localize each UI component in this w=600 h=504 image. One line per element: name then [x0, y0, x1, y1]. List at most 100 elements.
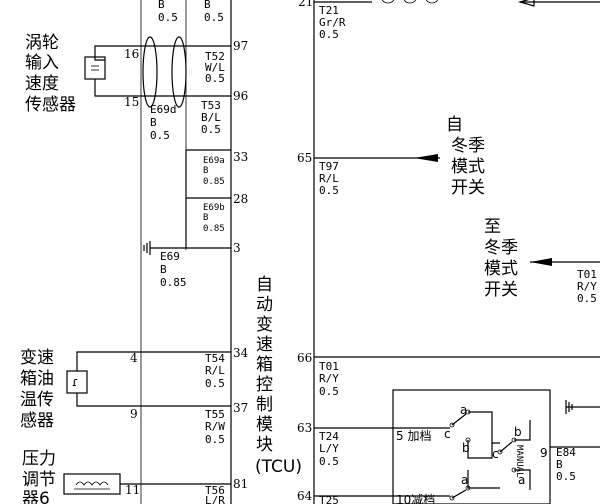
wire-34-color: R/L [205, 364, 225, 377]
switch-contacts [449, 409, 531, 501]
pin-63: 63 [297, 421, 312, 435]
turbine-sensor-label-3: 速度 [25, 74, 59, 94]
svg-text:ɾ: ɾ [72, 375, 78, 389]
turbine-wire-16 [94, 45, 231, 61]
pressure-coil [75, 481, 109, 486]
to-winter-3: 模式 [484, 259, 518, 279]
shield-ellipse-1 [142, 36, 158, 108]
svg-text:a: a [461, 473, 468, 487]
pin-97: 97 [233, 39, 248, 53]
wire-3-id: E69 [160, 250, 180, 263]
top-left-wire-color: B [158, 0, 165, 11]
wire-63-color: L/Y [319, 442, 339, 455]
wire-66-size: 0.5 [319, 385, 339, 398]
t01-right-size: 0.5 [577, 292, 597, 305]
wire-81-color: L/R [205, 494, 225, 504]
from-winter-1: 自 [446, 115, 463, 135]
wire-97-size: 0.5 [205, 72, 225, 85]
manual-label: MANUAL [514, 445, 524, 478]
top-left-wire-size: 0.5 [158, 11, 178, 24]
wire-33-id: E69a [203, 156, 225, 166]
turbine-sensor-label-1: 涡轮 [25, 33, 59, 53]
module-label-3: 变 [256, 315, 273, 335]
wire-33-size: 0.85 [203, 177, 225, 187]
arrow-65 [414, 154, 438, 162]
turbine-wire-15 [94, 79, 231, 97]
module-label-6: 控 [256, 375, 273, 395]
to-winter-4: 开关 [484, 280, 518, 300]
module-label-5: 箱 [256, 355, 273, 375]
module-label-8: 模 [256, 415, 273, 435]
pin-28: 28 [233, 192, 248, 206]
e84-id: E84 [556, 446, 576, 459]
e84-color: B [556, 458, 563, 471]
wire-96-id: T53 [201, 99, 221, 112]
pin-3: 3 [233, 241, 241, 255]
pin-37: 37 [233, 401, 248, 415]
svg-text:c: c [444, 427, 451, 441]
arrow-to-winter [530, 258, 552, 266]
pin-21: 21 [298, 0, 313, 9]
wire-33-color: B [203, 166, 208, 176]
t01-right-id: T01 [577, 268, 597, 281]
from-winter-4: 开关 [451, 178, 485, 198]
wire-21-id: T21 [319, 4, 339, 17]
top-mid-wire-size: 0.5 [204, 11, 224, 24]
turbine-pin-15: 15 [124, 95, 139, 109]
oil-sensor-label-1: 变速 [20, 348, 54, 368]
turbine-sensor-label-2: 输入 [25, 53, 59, 73]
oil-pin-4: 4 [130, 351, 138, 365]
wire-96-color: B/L [201, 111, 221, 124]
to-winter-2: 冬季 [484, 238, 518, 258]
shield-wire-id: E69d [150, 103, 177, 116]
turbine-pin-16: 16 [124, 47, 139, 61]
svg-text:a: a [518, 473, 525, 487]
wire-28-id: E69b [203, 203, 225, 213]
t01-right-color: R/Y [577, 280, 597, 293]
wire-34-size: 0.5 [205, 377, 225, 390]
pressure-label-1: 压力 [22, 449, 56, 469]
oil-sensor-label-4: 感器 [20, 411, 54, 431]
from-winter-2: 冬季 [451, 136, 485, 156]
pin-81: 81 [233, 477, 248, 491]
module-label-2: 动 [256, 295, 273, 315]
wire-21-size: 0.5 [319, 28, 339, 41]
turbine-sensor-label-4: 传感器 [25, 95, 76, 115]
wire-63-id: T24 [319, 430, 339, 443]
downshift-label: 10减档 [396, 493, 435, 504]
svg-text:c: c [492, 447, 499, 461]
wire-65-size: 0.5 [319, 184, 339, 197]
wire-64-id: T25 [319, 494, 339, 504]
pin-34: 34 [233, 346, 249, 360]
wire-97-id: T52 [205, 50, 225, 63]
pressure-label-3: 器6 [22, 489, 50, 504]
wire-65-color: R/L [319, 172, 339, 185]
shift-switch-box [392, 389, 551, 504]
svg-text:b: b [462, 441, 470, 455]
to-winter-1: 至 [484, 217, 501, 237]
module-label-7: 制 [256, 395, 273, 415]
pin-65: 65 [297, 151, 312, 165]
switch-pin-9: 9 [540, 446, 548, 460]
shield-wire-size: 0.5 [150, 129, 170, 142]
ground-symbol-e84 [565, 400, 600, 414]
wire-34-id: T54 [205, 352, 225, 365]
oil-wire-4 [76, 351, 231, 371]
pin-64: 64 [297, 489, 313, 503]
wire-63-size: 0.5 [319, 455, 339, 468]
pin-33: 33 [233, 150, 248, 164]
svg-text:b: b [514, 425, 522, 439]
oil-sensor-label-2: 箱油 [20, 369, 54, 389]
pressure-pin-11: 11 [125, 483, 140, 497]
e84-size: 0.5 [556, 470, 576, 483]
wire-28-color: B [203, 213, 208, 223]
wire-37-color: R/W [205, 420, 225, 433]
wire-66-id: T01 [319, 360, 339, 373]
wire-81-id: T56 [205, 484, 225, 497]
pin-96: 96 [233, 89, 248, 103]
wire-97-color: W/L [205, 61, 225, 74]
shield-wire-color: B [150, 116, 157, 129]
pressure-regulator-symbol [63, 473, 121, 495]
top-mid-wire-color: B [204, 0, 211, 11]
